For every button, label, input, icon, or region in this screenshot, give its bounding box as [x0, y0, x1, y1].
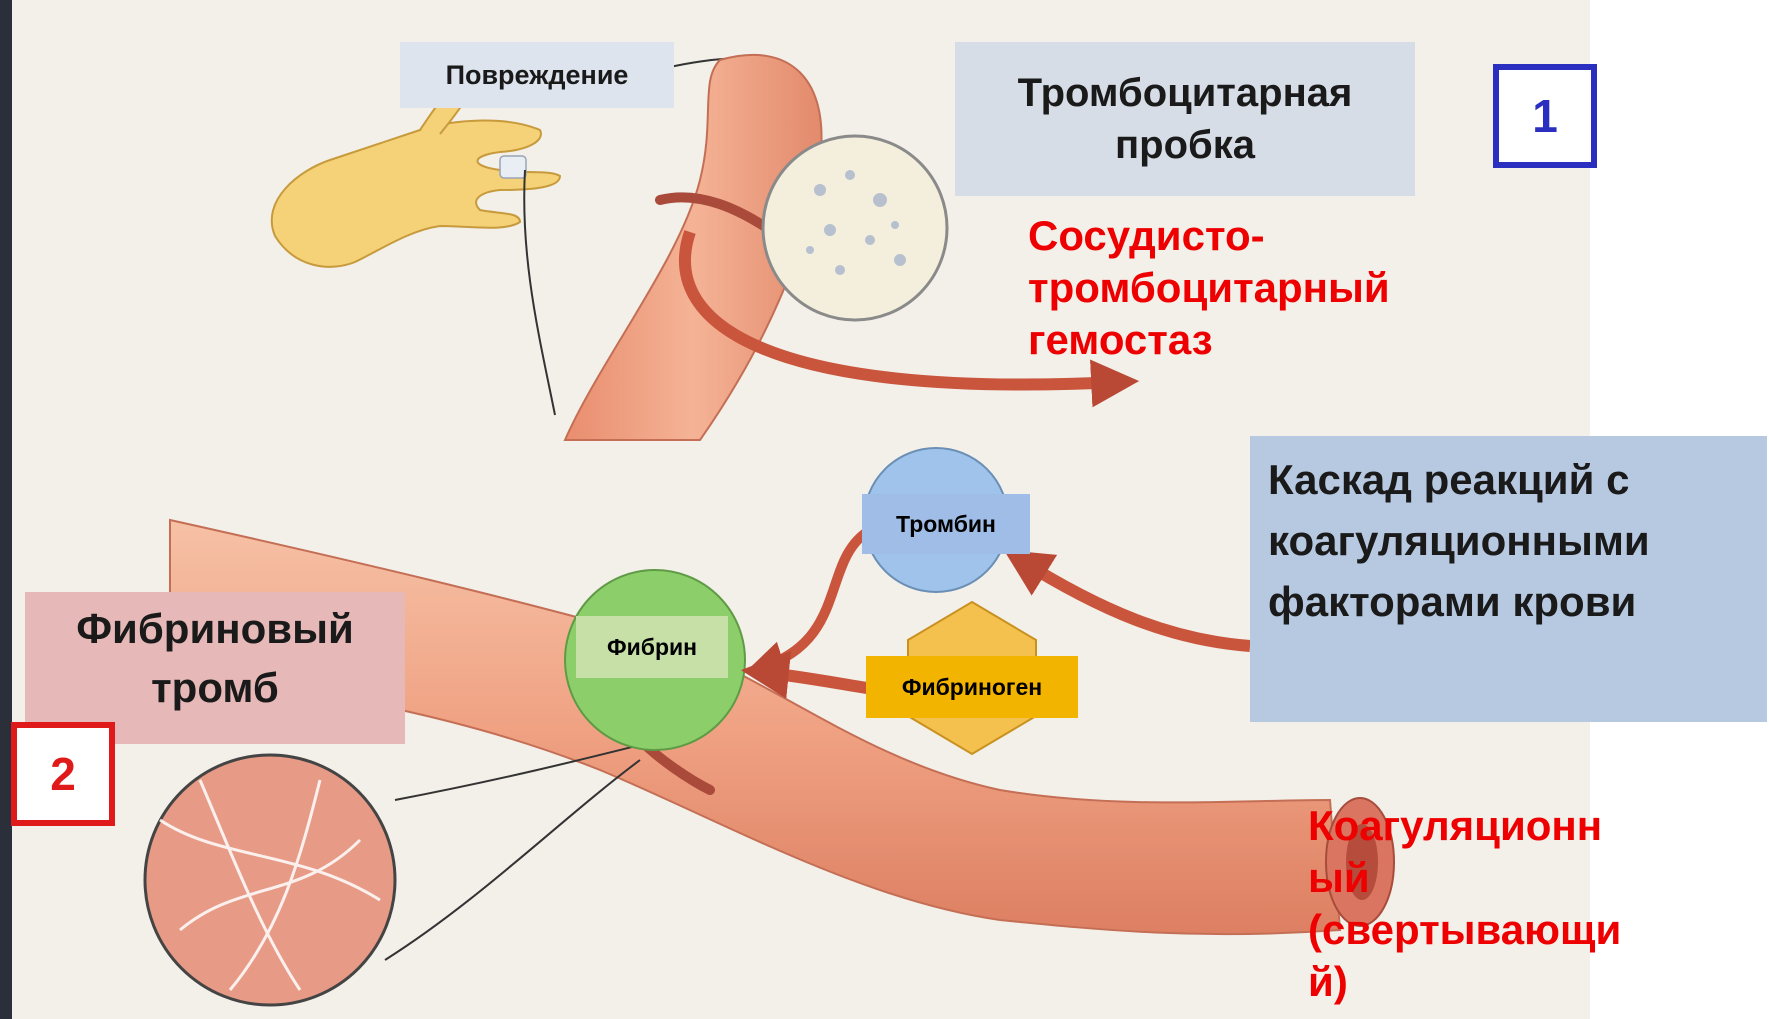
- fibrin-label: Фибрин: [576, 616, 728, 678]
- fibrinogen-label: Фибриноген: [866, 656, 1078, 718]
- vascular-platelet-hemostasis-label: Сосудисто- тромбоцитарный гемостаз: [1028, 210, 1390, 366]
- cascade-label: Каскад реакций с коагуляционными фактора…: [1250, 436, 1767, 722]
- step-1-badge: 1: [1493, 64, 1597, 168]
- left-edge: [0, 0, 12, 1019]
- damage-label: Повреждение: [400, 42, 674, 108]
- platelet-magnifier: [763, 136, 947, 320]
- step-2-badge: 2: [11, 722, 115, 826]
- fibrin-magnifier: [145, 755, 395, 1005]
- platelet-plug-label: Тромбоцитарная пробка: [955, 42, 1415, 196]
- thrombin-label: Тромбин: [862, 494, 1030, 554]
- coagulation-hemostasis-label: Коагуляционн ый (свертывающи й): [1308, 800, 1621, 1008]
